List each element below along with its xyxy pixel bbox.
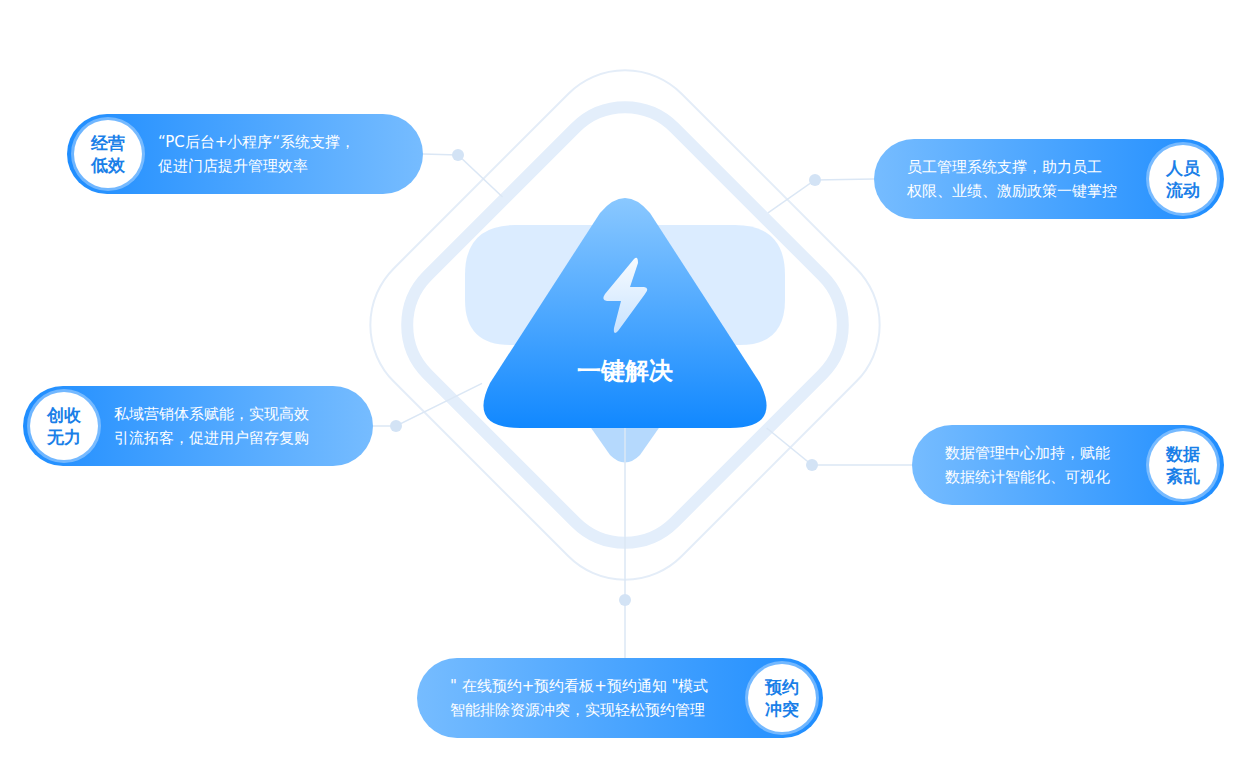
badge-heading: 人员 流动 bbox=[1163, 157, 1202, 201]
pill-body: “PC后台+小程序“系统支撑， 促进门店提升管理效率 bbox=[142, 130, 416, 178]
problem-pill: 预约 冲突 " 在线预约+预约看板+预约通知 "模式 智能排除资源冲突，实现轻松预… bbox=[417, 658, 823, 738]
badge-circle: 创收 无力 bbox=[30, 392, 98, 460]
leader-connector bbox=[423, 154, 503, 197]
connector-dot bbox=[390, 420, 402, 432]
badge-heading: 预约 冲突 bbox=[762, 676, 801, 720]
triangle-outline bbox=[483, 198, 766, 428]
problem-pill: 人员 流动员工管理系统支撑，助力员工 权限、业绩、激励政策一键掌控 bbox=[874, 139, 1224, 219]
leader-connector bbox=[624, 428, 626, 658]
problem-pill: 创收 无力私域营销体系赋能，实现高效 引流拓客，促进用户留存复购 bbox=[23, 386, 373, 466]
badge-circle: 预约 冲突 bbox=[748, 664, 816, 732]
problem-pill: 数据 紊乱数据管理中心加持，赋能 数据统计智能化、可视化 bbox=[912, 425, 1224, 505]
center-triangle: 一键解决 bbox=[482, 197, 768, 428]
connector-dot bbox=[806, 459, 818, 471]
leader-connector bbox=[373, 383, 482, 426]
badge-heading: 数据 紊乱 bbox=[1163, 443, 1202, 487]
problem-pill: 经营 低效 “PC后台+小程序“系统支撑， 促进门店提升管理效率 bbox=[67, 114, 423, 194]
center-title: 一键解决 bbox=[482, 357, 768, 386]
lightning-icon bbox=[603, 258, 647, 333]
pill-description: “PC后台+小程序“系统支撑， 促进门店提升管理效率 bbox=[158, 130, 390, 178]
connector-dot bbox=[452, 149, 464, 161]
pill-description: 私域营销体系赋能，实现高效 引流拓客，促进用户留存复购 bbox=[114, 402, 340, 450]
pill-body: " 在线预约+预约看板+预约通知 "模式 智能排除资源冲突，实现轻松预约管理 bbox=[424, 674, 748, 722]
triangle-shape bbox=[482, 197, 768, 428]
pill-body: 私域营销体系赋能，实现高效 引流拓客，促进用户留存复购 bbox=[98, 402, 366, 450]
pill-body: 员工管理系统支撑，助力员工 权限、业绩、激励政策一键掌控 bbox=[881, 155, 1149, 203]
badge-heading: 创收 无力 bbox=[44, 404, 83, 448]
connector-dot bbox=[809, 174, 821, 186]
badge-circle: 人员 流动 bbox=[1149, 145, 1217, 213]
pill-body: 数据管理中心加持，赋能 数据统计智能化、可视化 bbox=[919, 441, 1149, 489]
pill-description: 数据管理中心加持，赋能 数据统计智能化、可视化 bbox=[945, 441, 1133, 489]
pill-description: " 在线预约+预约看板+预约通知 "模式 智能排除资源冲突，实现轻松预约管理 bbox=[450, 674, 732, 722]
badge-heading: 经营 低效 bbox=[88, 132, 127, 176]
leader-connector bbox=[767, 428, 912, 465]
badge-circle: 数据 紊乱 bbox=[1149, 431, 1217, 499]
connector-dot bbox=[619, 594, 631, 606]
pill-description: 员工管理系统支撑，助力员工 权限、业绩、激励政策一键掌控 bbox=[907, 155, 1133, 203]
badge-circle: 经营 低效 bbox=[74, 120, 142, 188]
leader-connector bbox=[768, 179, 874, 213]
